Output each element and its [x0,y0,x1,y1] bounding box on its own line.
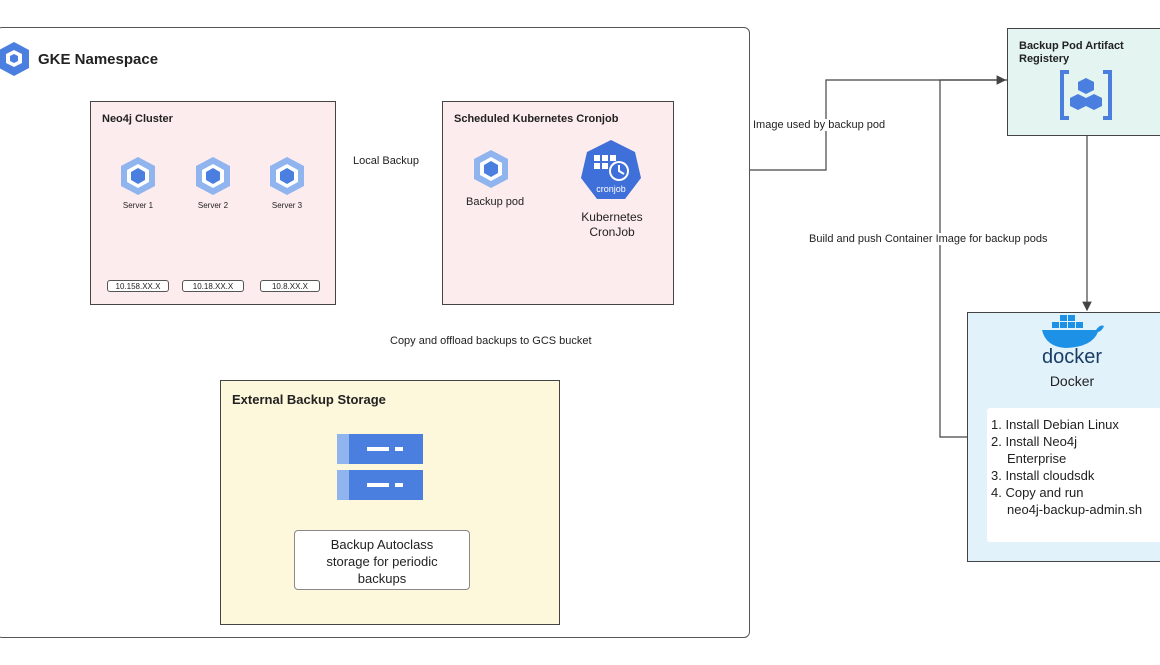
artifact-registry-title: Backup Pod Artifact Registery [1019,40,1129,66]
autoclass-note-line-1: Backup Autoclass [330,537,434,552]
gke-namespace-title: GKE Namespace [38,51,159,68]
server-2-ip: 10.18.XX.X [182,280,244,292]
docker-step: 1. Install Debian Linux [991,417,1119,432]
neo4j-cluster-title: Neo4j Cluster [102,113,173,125]
artifact-registry-title-line-1: Backup Pod Artifact [1019,40,1124,52]
edge-label-local-backup: Local Backup [353,155,420,167]
docker-step: 4. Copy and run [991,485,1084,500]
backup-pod-icon [474,150,508,188]
server-3-ip: 10.8.XX.X [260,280,320,292]
server-icon [196,157,230,195]
gke-namespace-icon [0,42,29,76]
autoclass-note-line-2: storage for periodic [326,554,438,569]
edge-build-push [939,75,1007,438]
docker-steps-list: 1. Install Debian Linux 2. Install Neo4j… [987,408,1160,542]
docker-whale-icon [1042,315,1104,348]
kubernetes-cronjob-label-2: CronJob [589,225,635,239]
backup-pod-label: Backup pod [466,196,525,208]
edge-label-build-push: Build and push Container Image for backu… [809,233,1048,245]
docker-step: neo4j-backup-admin.sh [1007,502,1143,517]
edge-label-copy-offload: Copy and offload backups to GCS bucket [390,335,592,347]
autoclass-storage-note: Backup Autoclass storage for periodic ba… [294,530,470,590]
docker-label: Docker [1049,373,1095,389]
artifact-registry-icon [1060,70,1112,120]
server-2-label: Server 2 [197,201,229,210]
cronjob-icon-text: cronjob [596,184,626,194]
server-1-label: Server 1 [122,201,154,210]
artifact-registry-title-line-2: Registery [1019,53,1070,65]
autoclass-note-line-3: backups [357,571,407,586]
docker-logo-text: docker [1041,346,1103,368]
docker-step: 2. Install Neo4j [991,434,1077,449]
server-icon [270,157,304,195]
kubernetes-cronjob-label-1: Kubernetes [581,210,643,224]
edge-label-image-used: Image used by backup pod [753,119,886,131]
docker-step: 3. Install cloudsdk [991,468,1095,483]
server-1-ip: 10.158.XX.X [107,280,169,292]
server-icon [121,157,155,195]
kubernetes-cronjob-icon [581,140,641,199]
cronjob-box [442,101,674,305]
server-3-label: Server 3 [271,201,303,210]
cronjob-title: Scheduled Kubernetes Cronjob [454,113,619,125]
external-backup-storage-title: External Backup Storage [232,392,386,407]
docker-step: Enterprise [1007,451,1067,466]
storage-icon [337,434,423,500]
neo4j-cluster-box [90,101,336,305]
